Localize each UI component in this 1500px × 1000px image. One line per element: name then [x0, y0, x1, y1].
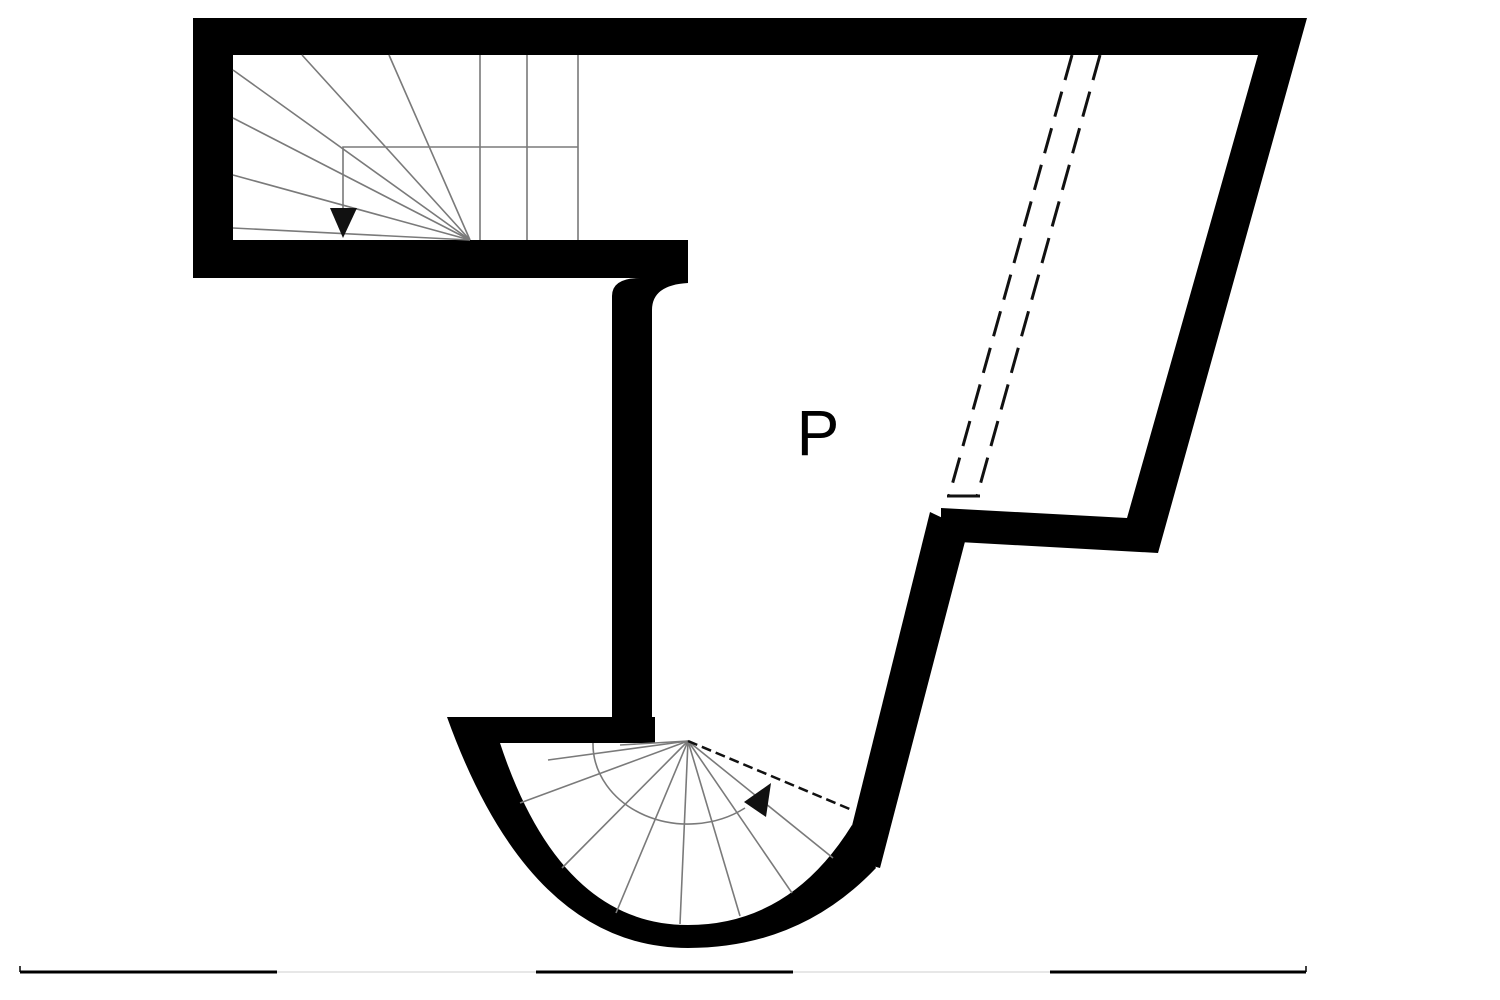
vertical-wall: [612, 278, 688, 720]
straight-stair: [232, 54, 579, 241]
arrow-up-icon: [744, 783, 771, 817]
arrow-down-icon: [330, 208, 357, 238]
spiral-stair-edge: [687, 739, 853, 812]
sloped-wall: [844, 512, 968, 868]
upper-wall-block: [193, 18, 1307, 553]
scale-bar: [19, 966, 1307, 974]
dashed-opening: [947, 54, 1102, 498]
room-label-p: P: [797, 397, 840, 469]
curved-wall: [447, 717, 876, 948]
